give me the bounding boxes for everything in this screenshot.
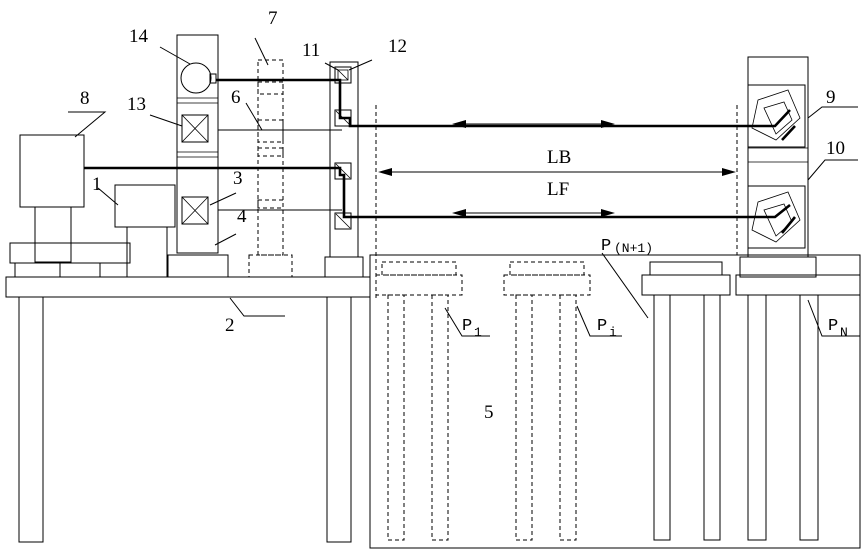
leader-lines bbox=[68, 38, 860, 336]
label-10: 10 bbox=[826, 138, 845, 159]
label-11: 11 bbox=[302, 40, 320, 61]
column-stage bbox=[168, 35, 228, 277]
label-14: 14 bbox=[129, 26, 149, 47]
pier-p-n bbox=[736, 275, 860, 540]
label-1: 1 bbox=[92, 174, 102, 195]
label-p1-sub: 1 bbox=[474, 325, 482, 340]
mirror-column-11-12 bbox=[325, 62, 363, 277]
right-tower-9-10 bbox=[740, 57, 816, 277]
label-pn1-sub: (N+1) bbox=[614, 241, 653, 256]
beam-arrows bbox=[452, 120, 615, 217]
label-6: 6 bbox=[231, 87, 241, 108]
label-13: 13 bbox=[127, 94, 146, 115]
left-table bbox=[6, 277, 370, 542]
pier-p-n-plus-1 bbox=[642, 262, 730, 540]
label-pi-sub: i bbox=[609, 325, 617, 340]
label-pn1-letter: P bbox=[601, 237, 611, 256]
label-9: 9 bbox=[826, 87, 836, 108]
label-lf: LF bbox=[547, 179, 569, 200]
label-lb: LB bbox=[547, 147, 571, 168]
light-source-8 bbox=[10, 135, 130, 277]
distance-markers bbox=[376, 105, 737, 298]
label-3: 3 bbox=[233, 168, 243, 189]
label-5: 5 bbox=[484, 402, 494, 423]
base-frame-5 bbox=[370, 255, 860, 548]
label-7: 7 bbox=[268, 8, 278, 29]
label-pn-sub: N bbox=[840, 325, 848, 340]
label-2: 2 bbox=[225, 315, 235, 336]
label-pn-letter: P bbox=[828, 317, 838, 336]
pier-p-i-dashed bbox=[504, 262, 590, 540]
pier-p-1-dashed bbox=[376, 262, 462, 540]
label-4: 4 bbox=[237, 206, 247, 227]
label-pi-letter: P bbox=[597, 317, 607, 336]
label-8: 8 bbox=[80, 88, 90, 109]
label-p1-letter: P bbox=[462, 317, 472, 336]
label-12: 12 bbox=[388, 36, 407, 57]
